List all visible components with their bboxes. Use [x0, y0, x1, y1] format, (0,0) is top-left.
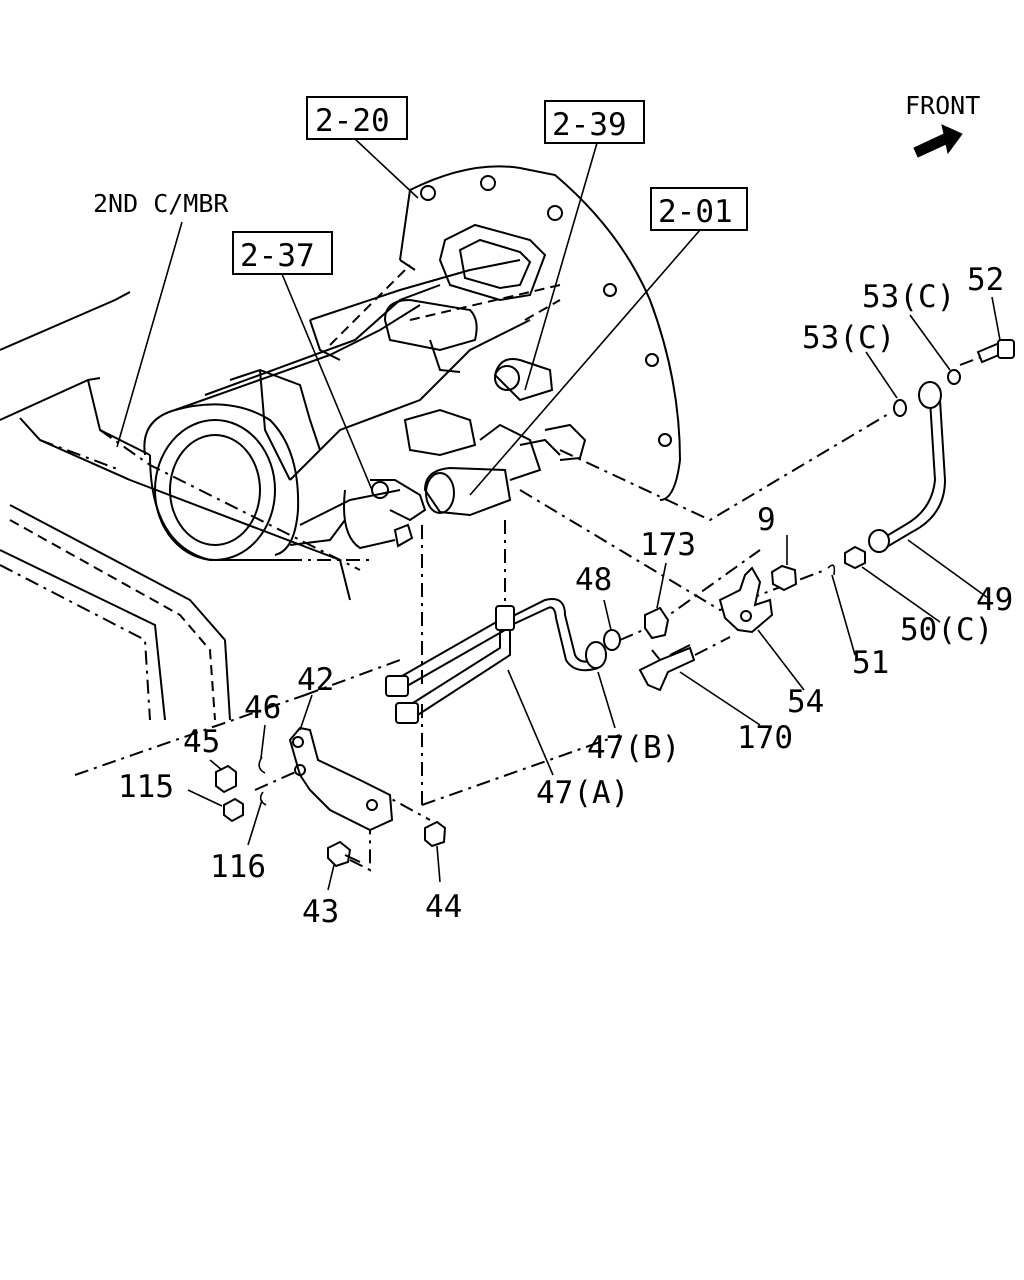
nut-45	[215, 764, 237, 794]
bracket-54	[718, 566, 774, 634]
callout-54: 54	[787, 684, 824, 720]
ref-box-2-01: 2-01	[469, 187, 748, 496]
front-arrow-icon: FRONT	[905, 91, 980, 158]
callout-47a: 47(A)	[536, 775, 629, 811]
callout-43: 43	[302, 894, 339, 930]
callout-52: 52	[967, 262, 1004, 298]
clip-51	[827, 564, 836, 576]
callout-48: 48	[575, 562, 612, 598]
ref-box-2-20: 2-20	[306, 96, 419, 199]
callout-47b: 47(B)	[587, 730, 680, 766]
washer-46	[258, 756, 266, 774]
ref-box-2-39: 2-39	[524, 100, 645, 391]
bell-housing	[329, 165, 682, 501]
callout-51: 51	[852, 645, 889, 681]
ref-box-2-37: 2-37	[232, 231, 373, 491]
nut-44	[424, 820, 447, 848]
ref-label-2-20: 2-20	[315, 103, 390, 139]
nut-9	[770, 564, 798, 592]
callout-116: 116	[210, 849, 266, 885]
callout-53c: 53(C)	[802, 320, 895, 356]
callout-173: 173	[640, 527, 696, 563]
bolt-52	[976, 339, 1015, 364]
fitting-170	[638, 644, 696, 692]
washer-53c-upper	[947, 369, 961, 385]
transmission-assembly	[143, 259, 587, 561]
callout-45: 45	[183, 724, 220, 760]
callout-44: 44	[425, 889, 462, 925]
callout-labels: 52 53(C) 53(C) 9 173 48 49 50(C) 51 54 1…	[118, 262, 1013, 930]
ref-label-2-01: 2-01	[658, 194, 733, 230]
washer-116	[259, 791, 267, 806]
callout-170: 170	[737, 720, 793, 756]
o-ring-48	[603, 629, 621, 651]
member-label: 2ND C/MBR	[93, 189, 229, 218]
ref-label-2-37: 2-37	[240, 238, 315, 274]
bracket-42	[288, 726, 394, 832]
pipe-47a	[385, 598, 607, 724]
chassis-frame	[0, 291, 370, 721]
callout-leaders	[187, 296, 1001, 891]
connector-173	[644, 606, 670, 640]
callout-49: 49	[976, 582, 1013, 618]
front-label: FRONT	[905, 91, 980, 120]
callout-50c: 50(C)	[900, 612, 993, 648]
callout-42: 42	[297, 662, 334, 698]
callout-115: 115	[118, 769, 174, 805]
member-leader	[116, 221, 183, 448]
washer-53c-lower	[893, 399, 907, 417]
callout-9: 9	[757, 502, 776, 538]
ref-label-2-39: 2-39	[552, 107, 627, 143]
pipe-49	[868, 381, 947, 553]
bolt-43	[327, 840, 361, 868]
nut-115	[223, 797, 244, 823]
callout-53c-top: 53(C)	[862, 279, 955, 315]
nut-50c	[844, 545, 866, 570]
callout-46: 46	[244, 690, 281, 726]
